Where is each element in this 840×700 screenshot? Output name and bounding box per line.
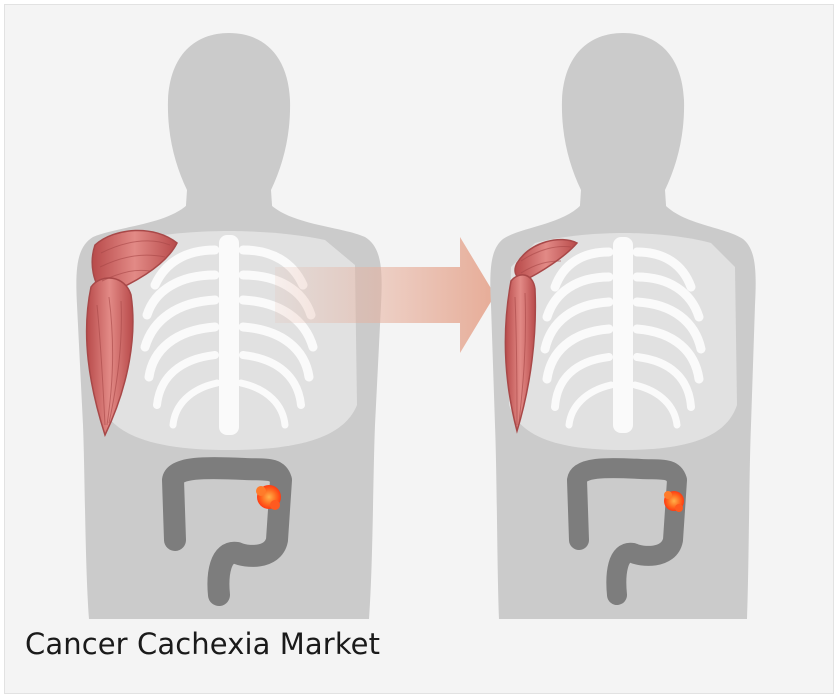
image-caption: Cancer Cachexia Market [25, 627, 380, 661]
figure-before [76, 33, 381, 619]
image-card: Cancer Cachexia Market [4, 4, 834, 694]
cachexia-illustration [5, 5, 834, 625]
figure-after [490, 33, 755, 619]
